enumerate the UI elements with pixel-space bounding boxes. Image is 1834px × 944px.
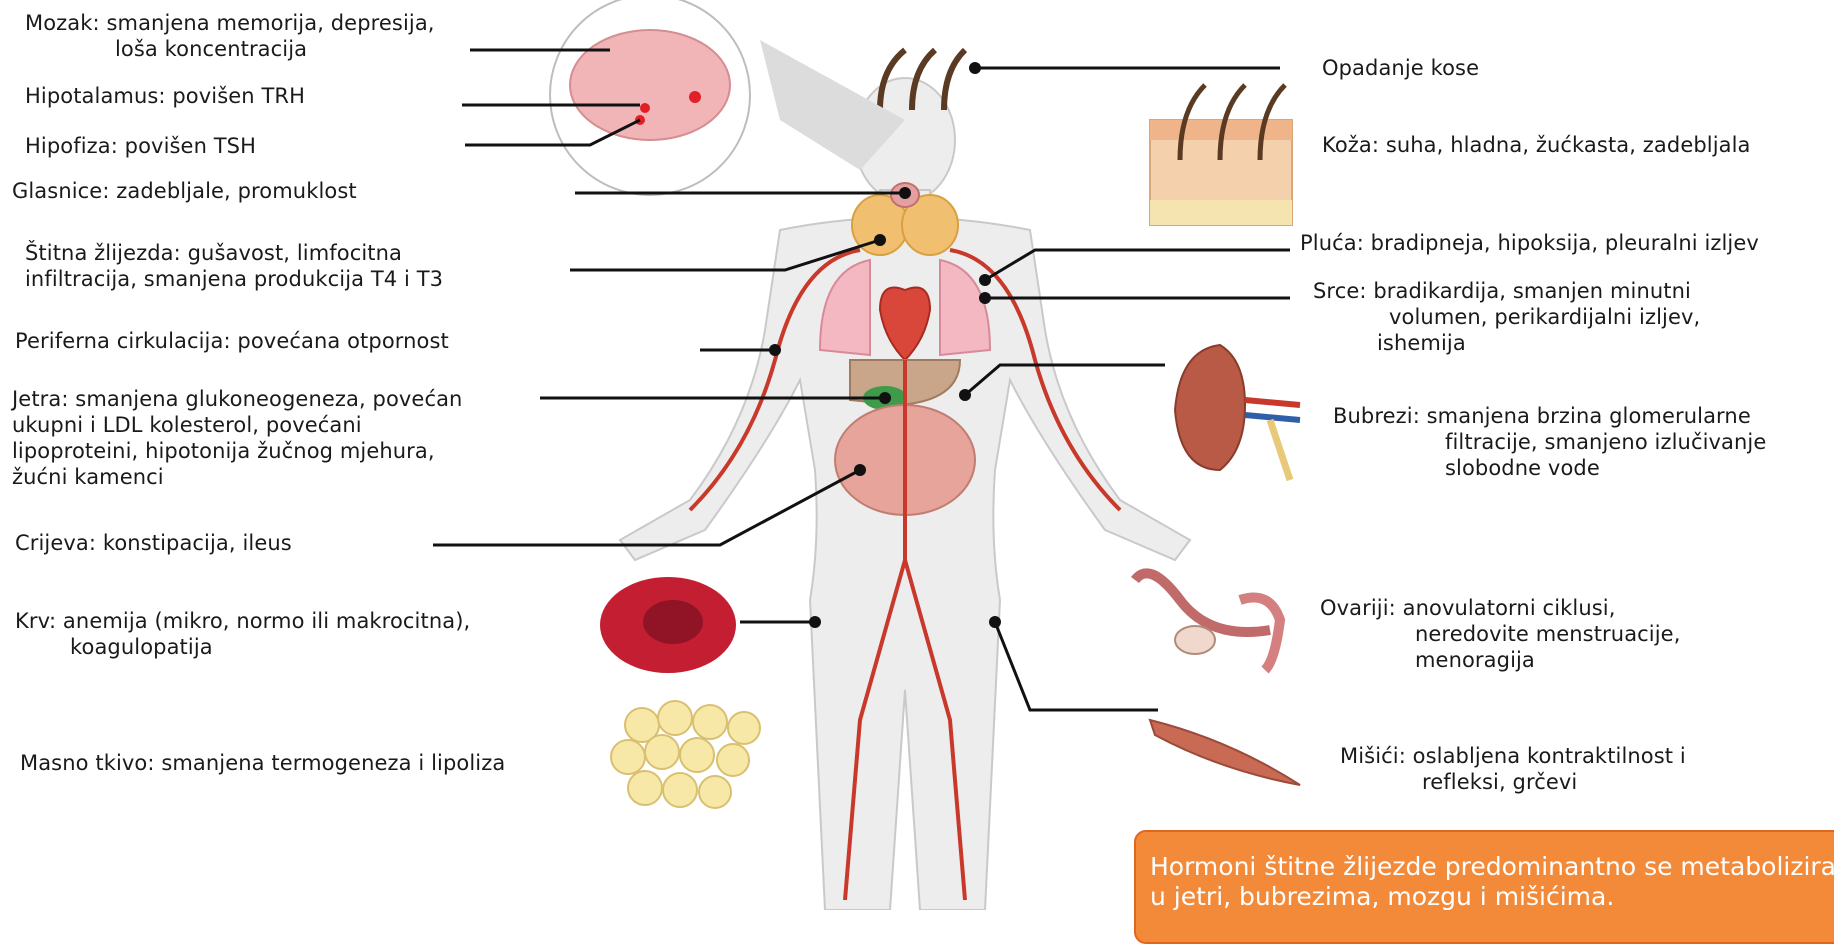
label-misici: Mišići: oslabljena kontraktilnost i refl…: [1340, 743, 1686, 795]
label-hipotalamus: Hipotalamus: povišen TRH: [25, 83, 305, 109]
label-bubrezi-line-2: filtracije, smanjeno izlučivanje: [1333, 429, 1766, 455]
info-note-line-2: u jetri, bubrezima, mozgu i mišićima.: [1150, 882, 1834, 912]
label-jetra-line-2: ukupni i LDL kolesterol, povećani: [12, 412, 462, 438]
label-ovariji-line-1: Ovariji: anovulatorni ciklusi,: [1320, 595, 1680, 621]
info-note-line-1: Hormoni štitne žlijezde predominantno se…: [1150, 852, 1834, 882]
label-jetra-line-4: žućni kamenci: [12, 464, 462, 490]
label-periferna: Periferna cirkulacija: povećana otpornos…: [15, 328, 449, 354]
label-koza: Koža: suha, hladna, žućkasta, zadebljala: [1322, 132, 1751, 158]
label-crijeva: Crijeva: konstipacija, ileus: [15, 530, 292, 556]
label-srce: Srce: bradikardija, smanjen minutni volu…: [1313, 278, 1700, 356]
label-srce-line-1: Srce: bradikardija, smanjen minutni: [1313, 278, 1700, 304]
label-pluca: Pluća: bradipneja, hipoksija, pleuralni …: [1300, 230, 1759, 256]
info-note-text: Hormoni štitne žlijezde predominantno se…: [1150, 852, 1834, 912]
label-mozak-line-2: loša koncentracija: [25, 36, 435, 62]
label-srce-line-3: ishemija: [1313, 330, 1700, 356]
brain-inset: [550, 0, 905, 195]
label-jetra: Jetra: smanjena glukoneogeneza, povećan …: [12, 386, 462, 490]
label-krv: Krv: anemija (mikro, normo ili makrocitn…: [15, 608, 470, 660]
label-bubrezi-line-3: slobodne vode: [1333, 455, 1766, 481]
label-bubrezi: Bubrezi: smanjena brzina glomerularne fi…: [1333, 403, 1766, 481]
leader-misici: [995, 622, 1158, 710]
label-mozak-line-1: Mozak: smanjena memorija, depresija,: [25, 10, 435, 36]
label-glasnice: Glasnice: zadebljale, promuklost: [12, 178, 357, 204]
skin-cross-section: [1150, 85, 1292, 225]
label-bubrezi-line-1: Bubrezi: smanjena brzina glomerularne: [1333, 403, 1766, 429]
label-krv-line-2: koagulopatija: [15, 634, 470, 660]
label-ovariji-line-2: neredovite menstruacije,: [1320, 621, 1680, 647]
label-masno: Masno tkivo: smanjena termogeneza i lipo…: [20, 750, 505, 776]
label-misici-line-2: refleksi, grčevi: [1340, 769, 1686, 795]
red-blood-cell: [600, 577, 736, 673]
fat-cells: [611, 701, 760, 808]
label-srce-line-2: volumen, perikardijalni izljev,: [1313, 304, 1700, 330]
label-hipofiza: Hipofiza: povišen TSH: [25, 133, 256, 159]
label-misici-line-1: Mišići: oslabljena kontraktilnost i: [1340, 743, 1686, 769]
label-jetra-line-1: Jetra: smanjena glukoneogeneza, povećan: [12, 386, 462, 412]
kidney: [1175, 345, 1300, 480]
label-ovariji-line-3: menoragija: [1320, 647, 1680, 673]
label-krv-line-1: Krv: anemija (mikro, normo ili makrocitn…: [15, 608, 470, 634]
label-stitna: Štitna žlijezda: gušavost, limfocitna in…: [25, 240, 443, 292]
label-mozak: Mozak: smanjena memorija, depresija, loš…: [25, 10, 435, 62]
label-kosa: Opadanje kose: [1322, 55, 1479, 81]
label-ovariji: Ovariji: anovulatorni ciklusi, neredovit…: [1320, 595, 1680, 673]
label-jetra-line-3: lipoproteini, hipotonija žučnog mjehura,: [12, 438, 462, 464]
muscle: [1150, 720, 1300, 785]
ovary: [1135, 573, 1280, 670]
label-stitna-line-1: Štitna žlijezda: gušavost, limfocitna: [25, 240, 443, 266]
label-stitna-line-2: infiltracija, smanjena produkcija T4 i T…: [25, 266, 443, 292]
